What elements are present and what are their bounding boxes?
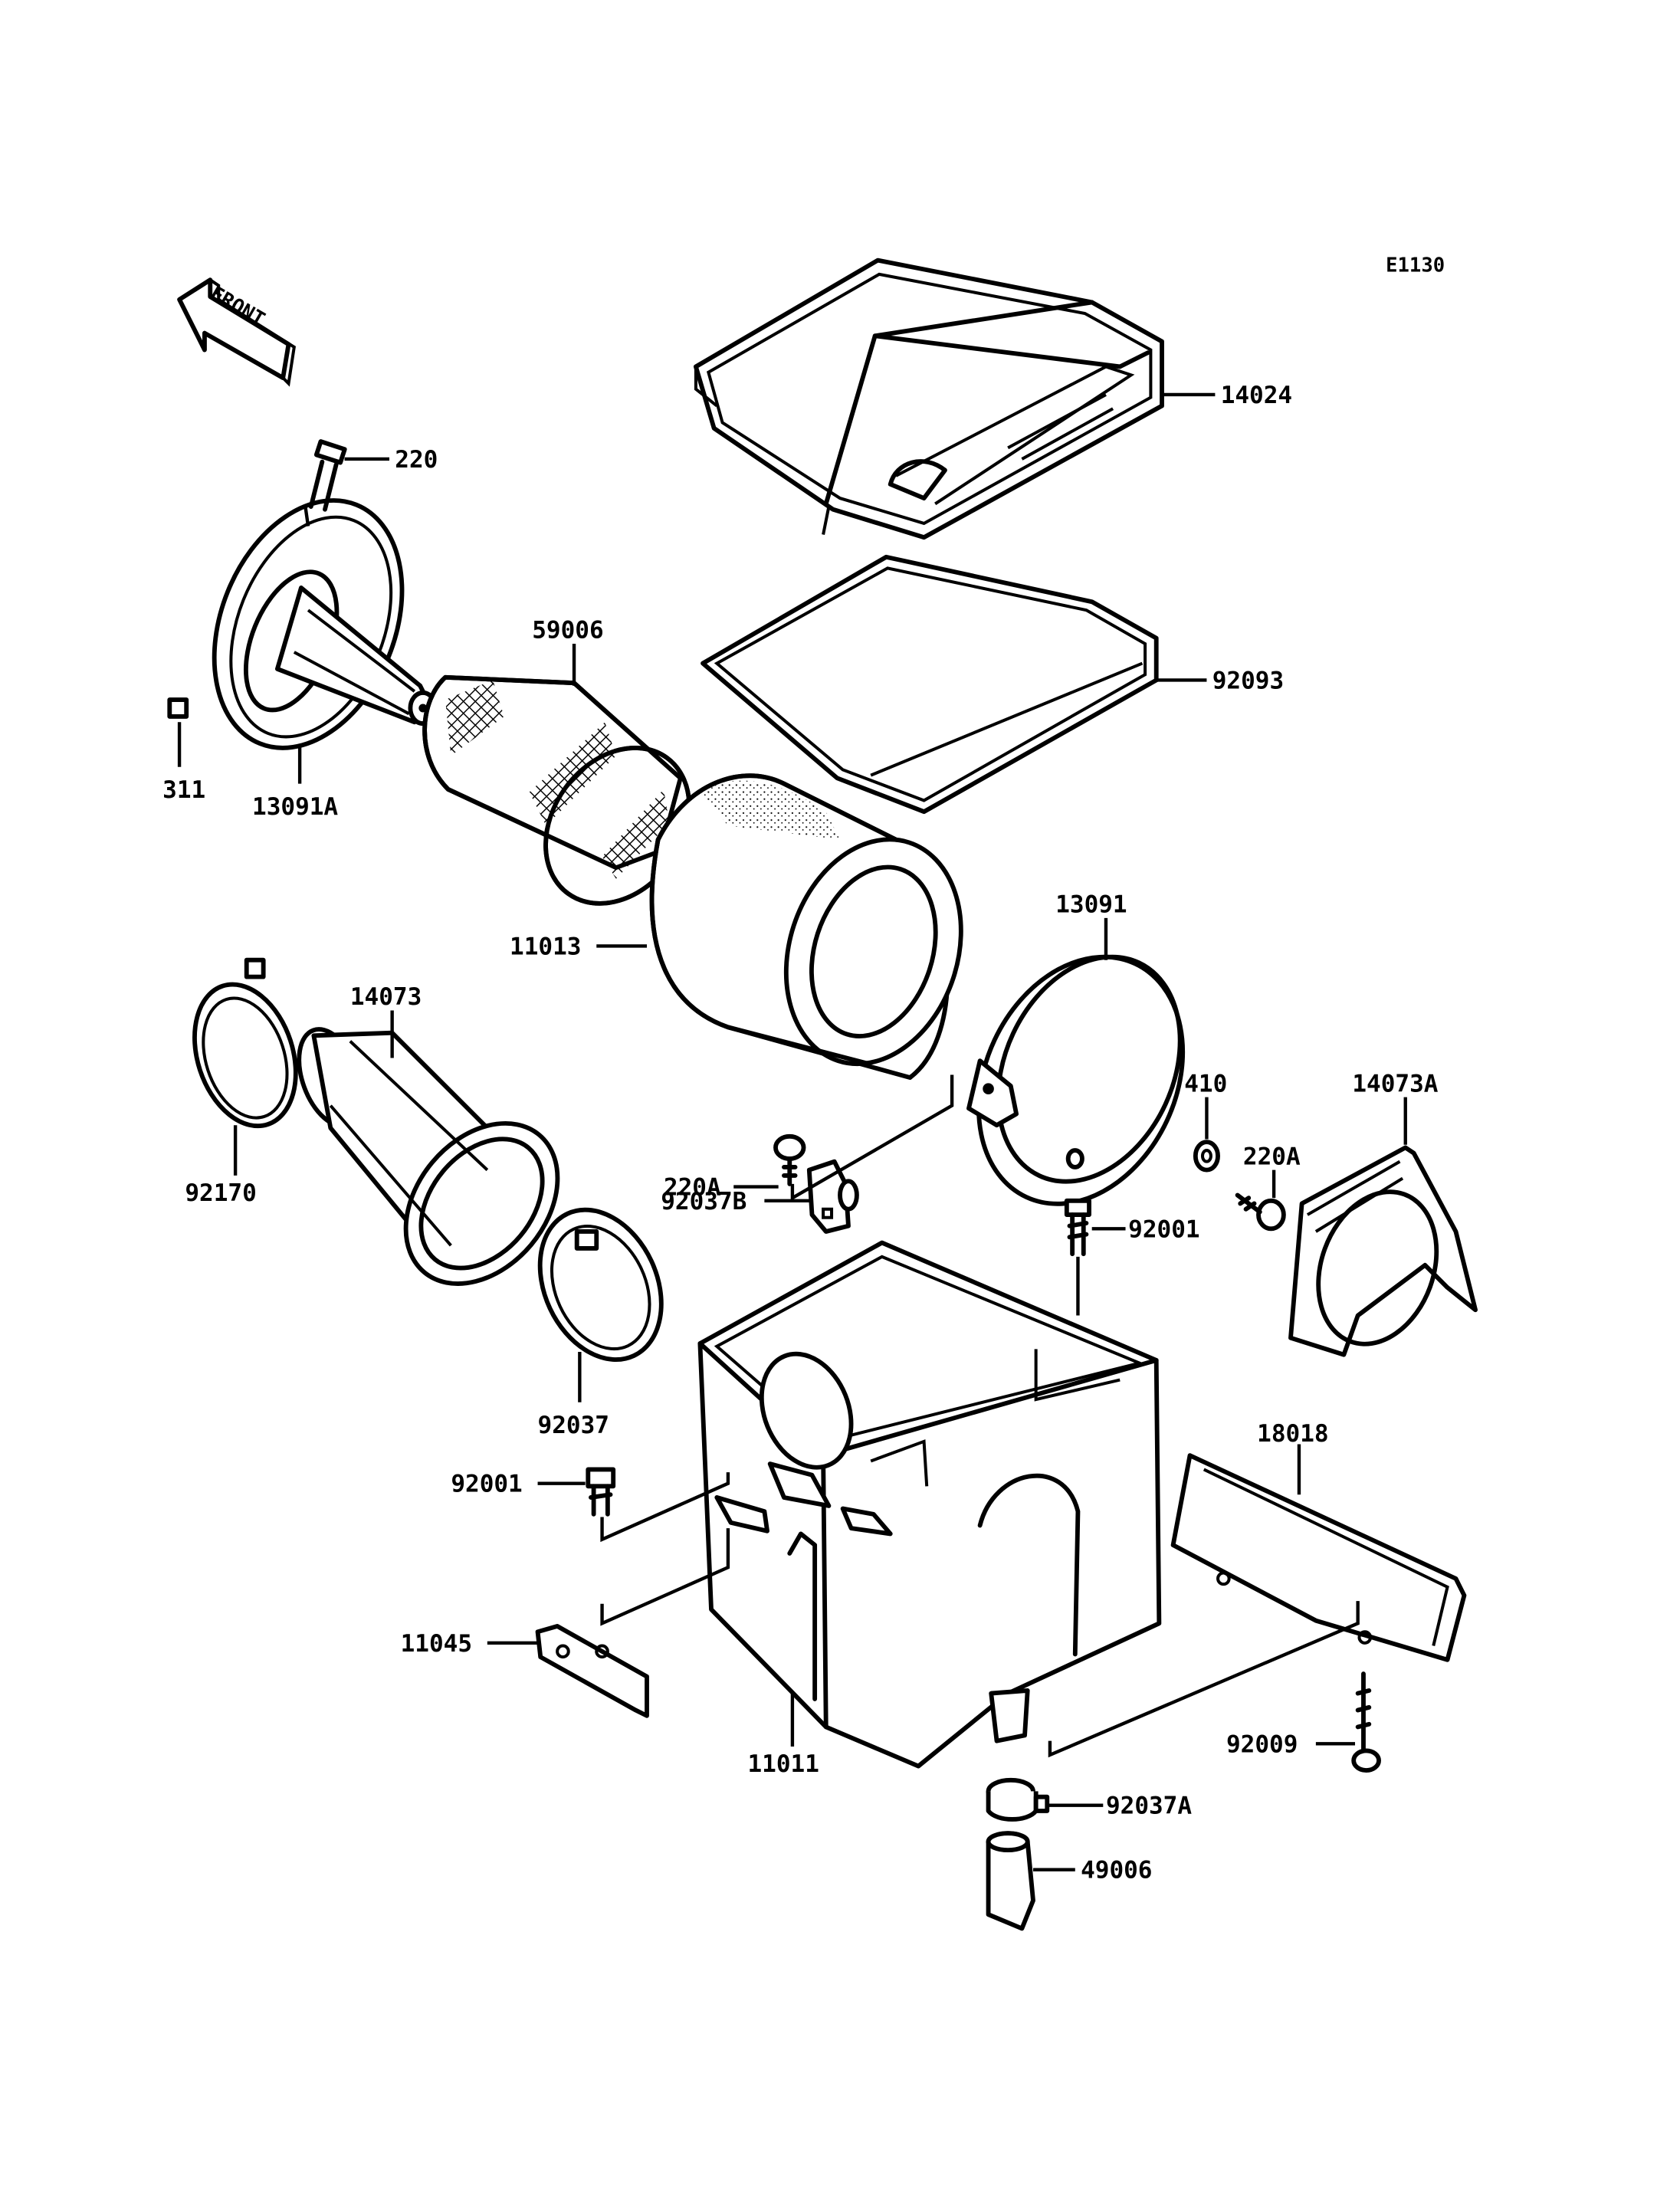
air-filter-element <box>649 773 963 1081</box>
rivet-311 <box>167 697 189 719</box>
label-92037A: 92037A <box>1106 1793 1192 1820</box>
label-11013: 11013 <box>510 933 581 960</box>
part-labels: 14024 220 59006 92093 311 13091A 11013 1… <box>162 382 1439 1884</box>
label-92037: 92037 <box>538 1412 609 1439</box>
label-14073: 14073 <box>350 983 422 1011</box>
tube-14073 <box>297 1027 560 1286</box>
label-14024: 14024 <box>1221 382 1292 409</box>
label-11011: 11011 <box>747 1750 819 1778</box>
washer-410 <box>1193 1140 1220 1173</box>
bolt-92001-upper <box>1064 1198 1091 1257</box>
air-box-gasket <box>701 554 1159 815</box>
bolt-220 <box>308 439 347 512</box>
front-arrow-icon: FRONT <box>177 277 297 387</box>
air-box-cover <box>693 257 1164 540</box>
label-14073A: 14073A <box>1352 1070 1438 1097</box>
clamp-92170 <box>192 957 298 1129</box>
label-18018: 18018 <box>1257 1420 1328 1448</box>
label-92001-upper: 92001 <box>1128 1215 1199 1243</box>
label-311: 311 <box>162 776 205 804</box>
cover-plate-18018 <box>1170 1453 1467 1662</box>
label-92170: 92170 <box>185 1179 256 1207</box>
duct-14073A <box>1288 1145 1478 1357</box>
clamp-92037A <box>986 1777 1050 1822</box>
drain-tube-49006 <box>986 1831 1035 1931</box>
label-11045: 11045 <box>401 1630 472 1658</box>
label-49006: 49006 <box>1081 1857 1152 1884</box>
outer-cover-13091A <box>212 498 438 750</box>
label-92093: 92093 <box>1212 667 1284 694</box>
clamp-92037 <box>537 1207 664 1362</box>
screen-59006 <box>422 674 692 906</box>
air-box-11011 <box>697 1240 1162 1769</box>
diagram-code: E1130 <box>1386 254 1445 277</box>
label-59006: 59006 <box>532 617 603 645</box>
label-410: 410 <box>1184 1070 1227 1097</box>
assembly-lines <box>304 506 1360 1758</box>
label-220: 220 <box>395 446 438 474</box>
label-13091A: 13091A <box>252 793 338 821</box>
screw-220A-left <box>773 1133 806 1186</box>
label-220A-left: 220A <box>664 1174 721 1202</box>
bolt-92001-lower <box>586 1467 616 1517</box>
bracket-11045 <box>535 1624 649 1718</box>
screw-92009 <box>1351 1671 1381 1773</box>
inner-cover-13091 <box>966 954 1186 1206</box>
clip-92037B <box>806 1159 859 1234</box>
label-92009: 92009 <box>1226 1730 1298 1758</box>
label-220A-right: 220A <box>1243 1143 1301 1170</box>
screw-220A-right <box>1235 1192 1286 1232</box>
leader-lines <box>177 392 1407 1871</box>
label-92001-lower: 92001 <box>451 1471 522 1498</box>
label-13091: 13091 <box>1055 891 1127 919</box>
label-92037B: 92037B <box>661 1188 746 1215</box>
